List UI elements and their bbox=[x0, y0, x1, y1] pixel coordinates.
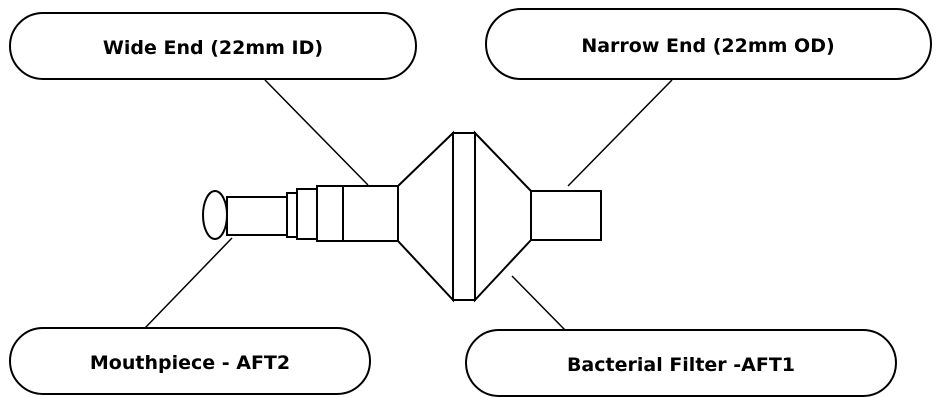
connector-ring-4 bbox=[342, 185, 399, 242]
wide-end-callout: Wide End (22mm ID) bbox=[9, 12, 417, 80]
narrow-end-box bbox=[485, 8, 932, 80]
mouthpiece-oval bbox=[202, 190, 228, 240]
narrow-end-label: Narrow End (22mm OD) bbox=[581, 35, 834, 57]
filter-device-drawing bbox=[202, 130, 602, 303]
filter-left-cone bbox=[397, 130, 454, 303]
connector-ring-2 bbox=[296, 188, 318, 240]
wide-end-box bbox=[9, 12, 417, 80]
filter-right-cone bbox=[474, 130, 532, 303]
connector-ring-1 bbox=[286, 192, 298, 238]
filter-disc bbox=[452, 132, 476, 301]
mouthpiece-callout: Mouthpiece - AFT2 bbox=[9, 327, 371, 395]
bacterial-filter-leader bbox=[511, 275, 566, 331]
narrow-end-leader bbox=[567, 79, 673, 187]
bacterial-filter-box bbox=[465, 329, 897, 397]
bacterial-filter-callout: Bacterial Filter -AFT1 bbox=[465, 329, 897, 397]
mouthpiece-label: Mouthpiece - AFT2 bbox=[90, 352, 290, 374]
connector-ring-3 bbox=[316, 185, 344, 242]
narrow-end-port bbox=[530, 190, 602, 241]
bacterial-filter-label: Bacterial Filter -AFT1 bbox=[567, 354, 795, 376]
mouthpiece-box bbox=[9, 327, 371, 395]
wide-end-leader bbox=[264, 79, 369, 186]
mouthpiece-tube bbox=[226, 196, 288, 236]
narrow-end-callout: Narrow End (22mm OD) bbox=[485, 8, 932, 80]
mouthpiece-leader bbox=[144, 237, 233, 329]
wide-end-label: Wide End (22mm ID) bbox=[103, 37, 323, 59]
